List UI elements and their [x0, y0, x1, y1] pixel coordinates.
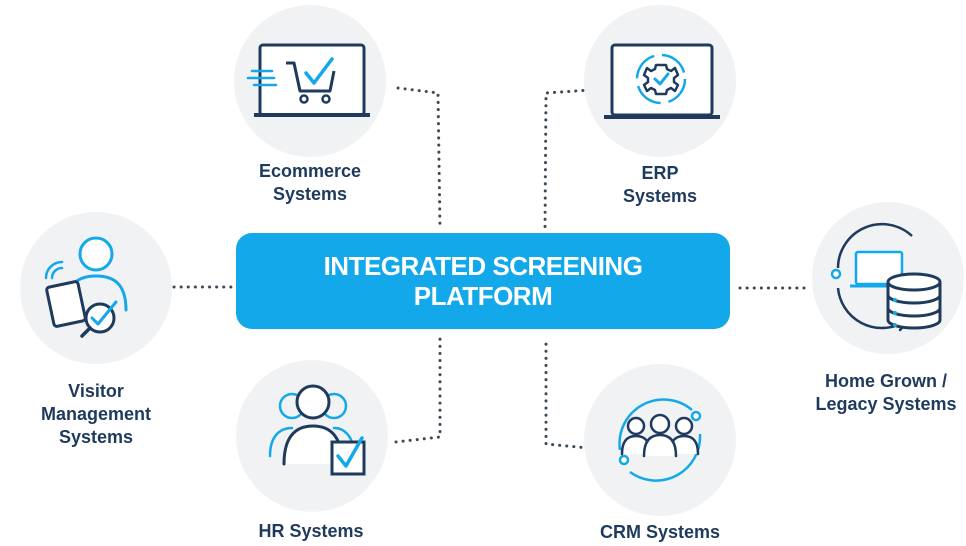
crm-team-icon — [618, 398, 702, 482]
connector-ecommerce — [396, 86, 442, 230]
hub-title-line2: PLATFORM — [413, 281, 553, 311]
connector-hr — [394, 336, 442, 444]
legacy-node — [812, 202, 964, 354]
ecommerce-label: Ecommerce Systems — [240, 160, 380, 206]
legacy-label: Home Grown / Legacy Systems — [806, 370, 966, 416]
gear-sync-icon — [604, 43, 720, 119]
hr-label-line1: HR Systems — [258, 521, 364, 541]
integrated-screening-platform: INTEGRATED SCREENING PLATFORM — [236, 233, 730, 329]
visitor-label-line3: Systems — [58, 427, 134, 447]
ecommerce-node — [234, 5, 386, 157]
crm-node — [584, 364, 736, 516]
visitor-label-line2: Management — [40, 404, 152, 424]
erp-node — [584, 5, 736, 157]
legacy-label-line1: Home Grown / — [824, 371, 947, 391]
visitor-node — [20, 212, 172, 364]
erp-label: ERP Systems — [590, 162, 730, 208]
visitor-label-line1: Visitor — [68, 381, 124, 401]
crm-label: CRM Systems — [580, 521, 740, 544]
cart-icon — [246, 43, 370, 117]
visitor-tablet-icon — [44, 236, 128, 338]
hr-node — [236, 360, 388, 512]
erp-label-line2: Systems — [622, 186, 698, 206]
legacy-label-line2: Legacy Systems — [815, 394, 957, 414]
visitor-label: Visitor Management Systems — [26, 380, 166, 449]
connector-erp — [543, 88, 592, 230]
database-sync-icon — [830, 222, 942, 332]
hub-title-line1: INTEGRATED SCREENING — [323, 251, 643, 281]
hr-label: HR Systems — [236, 520, 386, 543]
hr-checkbox-icon — [268, 384, 366, 476]
connector-crm — [544, 336, 590, 450]
crm-label-line1: CRM Systems — [599, 522, 721, 542]
ecommerce-label-line1: Ecommerce — [258, 161, 362, 181]
ecommerce-label-line2: Systems — [272, 184, 348, 204]
erp-label-line1: ERP — [641, 163, 679, 183]
